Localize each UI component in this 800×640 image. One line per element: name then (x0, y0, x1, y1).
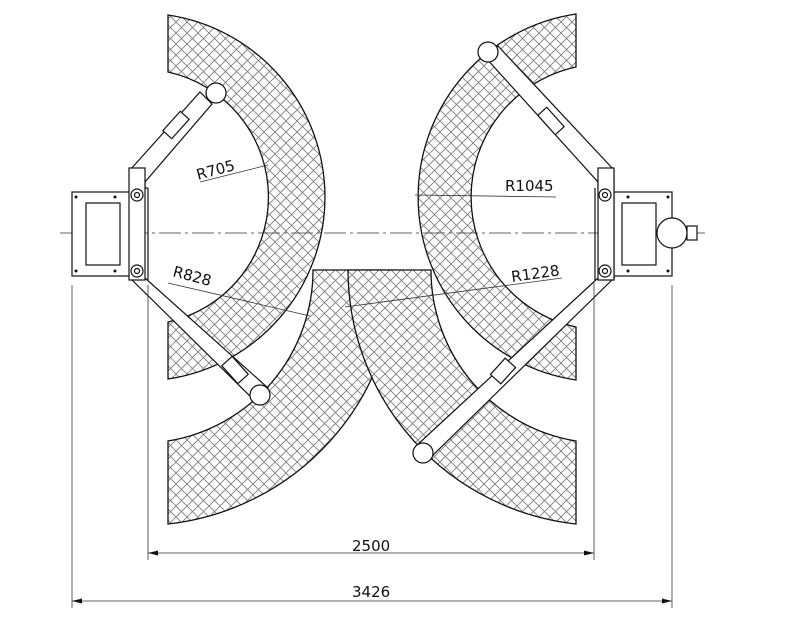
dimension-3426-text: 3426 (352, 583, 390, 601)
radius-label-r1045: R1045 (505, 177, 554, 195)
swept-area-right-upper (417, 13, 577, 381)
dimension-2500: 2500 (147, 283, 595, 560)
arm-left-upper (129, 82, 227, 191)
post-left (71, 167, 149, 281)
motor-icon (656, 217, 688, 249)
radius-label-r1228: R1228 (510, 261, 561, 286)
radius-label-r828: R828 (171, 262, 213, 289)
swept-area-right-lower (347, 269, 577, 525)
post-right (594, 167, 698, 281)
swept-area-left-upper (167, 14, 326, 380)
dimension-2500-text: 2500 (352, 537, 390, 555)
dimension-3426: 3426 (71, 285, 673, 608)
radius-label-r705: R705 (194, 156, 236, 183)
